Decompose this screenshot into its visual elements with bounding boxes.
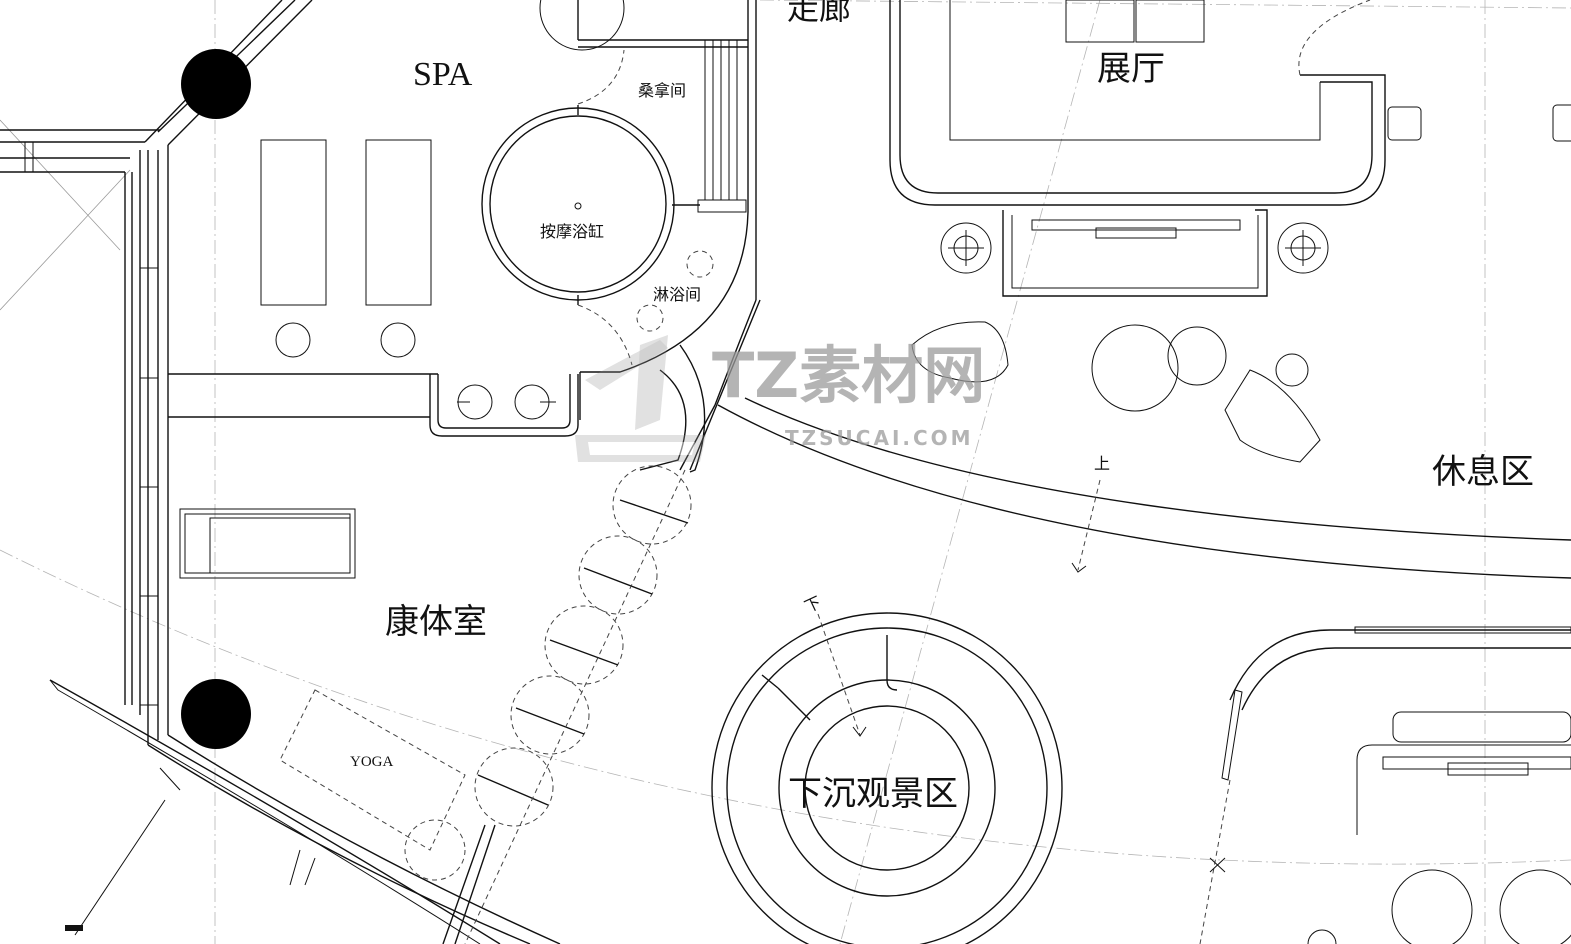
- watermark-logo-icon: [575, 335, 706, 462]
- stair-up-mark: 上: [1094, 454, 1111, 473]
- sink-counter: [168, 373, 579, 437]
- lounge-furniture: [911, 321, 1321, 463]
- spa-area: [260, 0, 757, 420]
- room-label-sunken-view: 下沉观景区: [788, 774, 958, 814]
- fitness-area: [179, 508, 466, 881]
- lounge-step: [717, 397, 1571, 579]
- room-label-massage-tub: 按摩浴缸: [540, 222, 605, 241]
- exhibition-hall: [889, 0, 1571, 297]
- sliding-partition: [442, 299, 761, 944]
- right-seating: [1199, 626, 1571, 944]
- watermark-title: TZ素材网: [712, 339, 986, 412]
- watermark-url: TZSUCAI.COM: [785, 426, 974, 450]
- column-top: [181, 49, 251, 119]
- room-label-spa: SPA: [413, 56, 473, 93]
- room-label-exhibition-hall: 展厅: [1097, 49, 1165, 89]
- room-label-corridor: 走廊: [787, 0, 852, 27]
- sunken-view-area: [711, 612, 1063, 944]
- room-label-yoga: YOGA: [350, 754, 394, 770]
- room-label-sauna: 桑拿间: [638, 81, 687, 100]
- room-label-lounge: 休息区: [1432, 452, 1534, 492]
- room-label-fitness: 康体室: [385, 602, 487, 642]
- outer-facade: [0, 0, 561, 944]
- room-label-shower: 淋浴间: [653, 285, 702, 304]
- column-bottom: [181, 679, 251, 749]
